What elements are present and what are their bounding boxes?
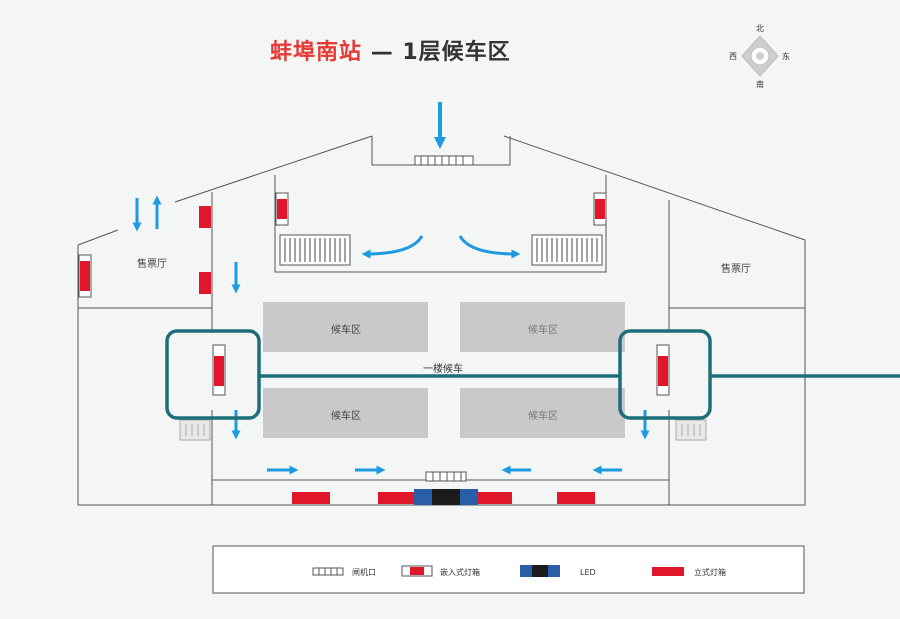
- legend: 闸机口 嵌入式灯箱 LED 立式灯箱: [212, 545, 805, 594]
- legend-embedded-label: 嵌入式灯箱: [440, 567, 480, 577]
- ticket-hall-left-label: 售票厅: [137, 257, 167, 270]
- legend-led-icon: [520, 565, 560, 577]
- title-separator: —: [370, 40, 394, 65]
- ticket-hall-right-label: 售票厅: [721, 262, 751, 275]
- curved-arrow-left-icon: [361, 235, 424, 259]
- compass-south: 南: [756, 79, 764, 89]
- gate-top: [414, 155, 474, 166]
- embedded-lightbox: [275, 192, 289, 226]
- gate-right: [675, 419, 707, 441]
- compass-east: 东: [782, 51, 790, 61]
- legend-standing-lightbox-icon: [652, 567, 684, 576]
- gate-left: [179, 419, 211, 441]
- highlight-callouts: [165, 329, 900, 420]
- legend-standing-label: 立式灯箱: [694, 567, 726, 577]
- curved-arrow-right-icon: [458, 235, 521, 259]
- waiting-area-br-label: 候车区: [528, 409, 558, 422]
- waiting-area-tl-label: 候车区: [331, 323, 361, 336]
- standing-lightboxes: [199, 206, 595, 504]
- escalators: [279, 234, 603, 266]
- standing-lightbox: [474, 492, 512, 504]
- compass-west: 西: [729, 52, 737, 61]
- waiting-area-bl-label: 候车区: [331, 409, 361, 422]
- gate-bottom: [425, 471, 467, 482]
- station-name: 蚌埠南站: [270, 40, 363, 65]
- standing-lightbox: [292, 492, 330, 504]
- flow-arrows: [132, 102, 650, 475]
- waiting-blocks: [263, 302, 625, 438]
- area-labels: 售票厅 售票厅 候车区 候车区 候车区 候车区 一楼候车: [137, 257, 751, 422]
- compass-north: 北: [756, 24, 764, 33]
- gate-group: [179, 155, 707, 482]
- standing-lightbox: [557, 492, 595, 504]
- embedded-lightbox: [78, 254, 92, 298]
- corridor-label: 一楼候车: [423, 362, 463, 375]
- compass-rose: 北 南 东 西: [729, 24, 790, 89]
- legend-embedded-lightbox-icon: [401, 565, 433, 577]
- embedded-lightbox: [656, 344, 670, 396]
- escalator-right: [531, 234, 603, 266]
- standing-lightbox: [199, 272, 211, 294]
- floor-name: 1层候车区: [402, 40, 511, 65]
- embedded-lightbox: [212, 344, 226, 396]
- legend-gate-label: 闸机口: [352, 567, 376, 577]
- waiting-area-tr-label: 候车区: [528, 323, 558, 336]
- standing-lightbox: [199, 206, 211, 228]
- map-title: 蚌埠南站 — 1层候车区: [270, 34, 511, 66]
- building-walls: [77, 135, 806, 506]
- embedded-lightboxes: [78, 192, 670, 396]
- standing-lightbox: [378, 492, 416, 504]
- legend-gate-icon: [312, 567, 344, 576]
- led-screens: [414, 489, 478, 505]
- embedded-lightbox: [593, 192, 607, 226]
- escalator-left: [279, 234, 351, 266]
- legend-led-label: LED: [580, 568, 596, 577]
